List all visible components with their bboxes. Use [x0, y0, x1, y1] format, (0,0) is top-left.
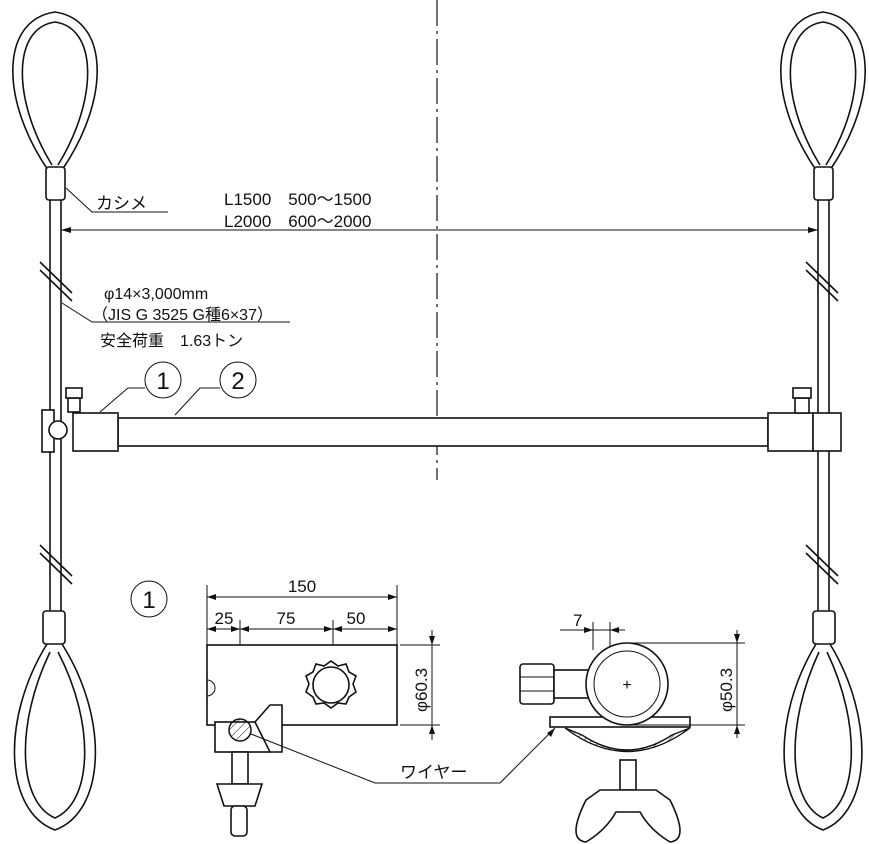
dim-phi50: φ50.3 [717, 668, 736, 712]
left-wire-sling [12, 11, 98, 831]
wing-nut [575, 789, 681, 843]
dim-25: 25 [215, 609, 234, 628]
clamp-body [206, 644, 398, 726]
dim-7: 7 [573, 611, 582, 630]
upper-right-ferrule [813, 166, 834, 201]
dim-75: 75 [277, 609, 296, 628]
right-wire-sling [780, 11, 866, 831]
upper-left-eye-loop [12, 11, 98, 171]
detail-mark: 1 [130, 580, 168, 618]
dim-150: 150 [288, 577, 316, 596]
span-l2000-label: L2000 600〜2000 [224, 212, 371, 231]
lower-right-eye-loop [783, 643, 863, 831]
part-balloon-2: 2 [174, 361, 257, 416]
left-clamp-body [72, 412, 119, 452]
kashime-label: カシメ [96, 194, 147, 213]
clamp-end-view: 7 + φ50.3 [519, 611, 745, 843]
upper-left-ferrule [45, 166, 66, 201]
lower-right-ferrule [812, 610, 836, 645]
dim-phi60: φ60.3 [412, 668, 431, 712]
wire-label: ワイヤー [400, 763, 468, 782]
spreader-bar [41, 387, 842, 453]
saddle-section [564, 727, 691, 753]
wire-leader: ワイヤー [250, 727, 556, 784]
span-l1500-label: L1500 500〜1500 [224, 190, 371, 209]
clamp-side-view: 150 25 75 50 φ60.3 [206, 577, 440, 837]
wire-spec-label: φ14×3,000mm [104, 286, 208, 303]
part-balloon-1: 1 [99, 361, 182, 413]
dim-50: 50 [347, 609, 366, 628]
svg-text:1: 1 [156, 368, 169, 395]
lower-left-eye-loop [13, 643, 97, 831]
svg-text:1: 1 [142, 587, 155, 614]
lower-left-ferrule [42, 610, 66, 645]
right-clamp-body [767, 412, 814, 452]
upper-right-eye-loop [780, 11, 866, 171]
break-mark [39, 261, 73, 294]
wire-jis-label: （JIS G 3525 G種6×37） [92, 306, 273, 324]
kashime-leader [65, 187, 168, 213]
wire-spec-leader [61, 302, 290, 323]
svg-text:+: + [622, 677, 631, 694]
end-bolt-head [519, 663, 555, 705]
safe-load-label: 安全荷重 1.63トン [100, 332, 243, 350]
wire-section [228, 718, 252, 742]
span-dimension [61, 227, 818, 233]
pipe [117, 417, 769, 447]
svg-text:2: 2 [231, 368, 244, 395]
